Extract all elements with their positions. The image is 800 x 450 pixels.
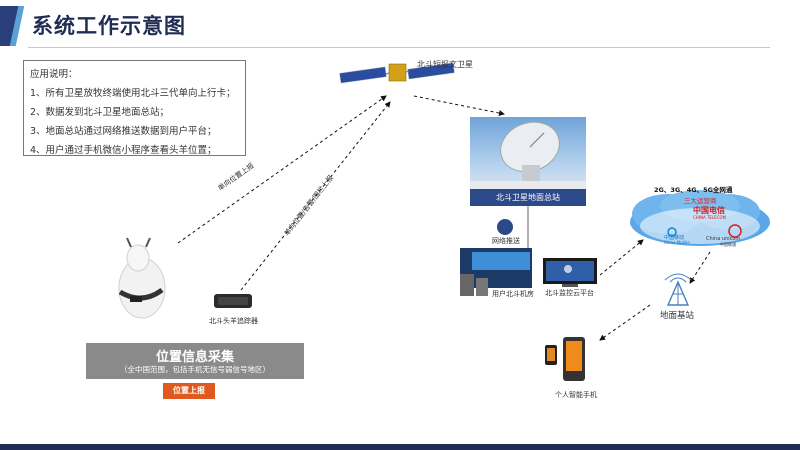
link-carrier-to-basestation (689, 251, 711, 284)
link-tracker-to-satellite (240, 101, 391, 291)
page-title: 系统工作示意图 (32, 14, 186, 38)
note-line-3: 3、地面总站通过网络推送数据到用户平台； (30, 126, 217, 137)
server-room-icon (460, 248, 532, 296)
carrier-mobile-en-label: China Mobile (664, 240, 690, 245)
sheep-icon (118, 237, 166, 319)
tracker-device-icon (214, 294, 252, 308)
satellite-label: 北斗短报文卫星 (417, 60, 473, 69)
note-line-4: 4、用户通过手机微信小程序查看头羊位置； (30, 145, 217, 156)
carrier-unicom-label: 中国联通 (720, 242, 736, 247)
monitor-platform-icon (543, 258, 597, 287)
base-station-icon (664, 273, 692, 306)
link-sheep-to-satellite (177, 95, 387, 244)
title-divider (28, 47, 770, 48)
carrier-unicom-en-label: China unicom (706, 236, 741, 242)
position-report-button[interactable]: 位置上报 (163, 383, 215, 399)
link-satellite-to-station (413, 95, 505, 116)
link-platform-to-carrier (599, 239, 644, 276)
carrier-cloud-icon (630, 190, 770, 246)
notes-box: 应用说明： 1、所有卫星放牧终端使用北斗三代单向上行卡； 2、数据发到北斗卫星地… (23, 60, 246, 156)
carrier-telecom-label: 中国电信 (693, 206, 725, 215)
note-line-2: 2、数据发到北斗卫星地面总站； (30, 107, 170, 118)
carrier-operators-label: 三大运营商 (684, 197, 717, 205)
phone-icon (545, 337, 585, 381)
cloud-platform-label: 北斗监控云平台 (545, 289, 594, 297)
link-basestation-to-phone (599, 304, 651, 341)
note-line-1: 1、所有卫星放牧终端使用北斗三代单向上行卡； (30, 88, 236, 99)
position-collection-subtitle: （全中国范围，包括手机无信号弱信号地区） (120, 365, 270, 374)
position-collection-title: 位置信息采集 (155, 350, 234, 365)
satellite-dish-icon (470, 121, 586, 189)
carrier-telecom-en-label: CHINA TELECOM (693, 215, 727, 220)
network-push-icon (497, 219, 513, 235)
footer-bar (0, 444, 800, 450)
tracker-label: 北斗头羊追踪器 (209, 317, 258, 325)
ground-station-photo (470, 117, 586, 189)
notes-heading: 应用说明： (30, 69, 78, 80)
carrier-network-label: 2G、3G、4G、5G全网通 (654, 186, 733, 194)
ground-station-label: 北斗卫星地面总站 (470, 189, 586, 206)
network-push-label: 网络推送 (492, 237, 520, 245)
position-collection-panel (86, 343, 304, 379)
satellite-icon (339, 62, 455, 84)
carrier-mobile-label: 中国移动 (664, 235, 685, 241)
server-room-label: 用户北斗机房 (492, 290, 534, 298)
base-station-label: 地面基站 (660, 311, 695, 321)
phone-label: 个人智能手机 (555, 391, 597, 399)
